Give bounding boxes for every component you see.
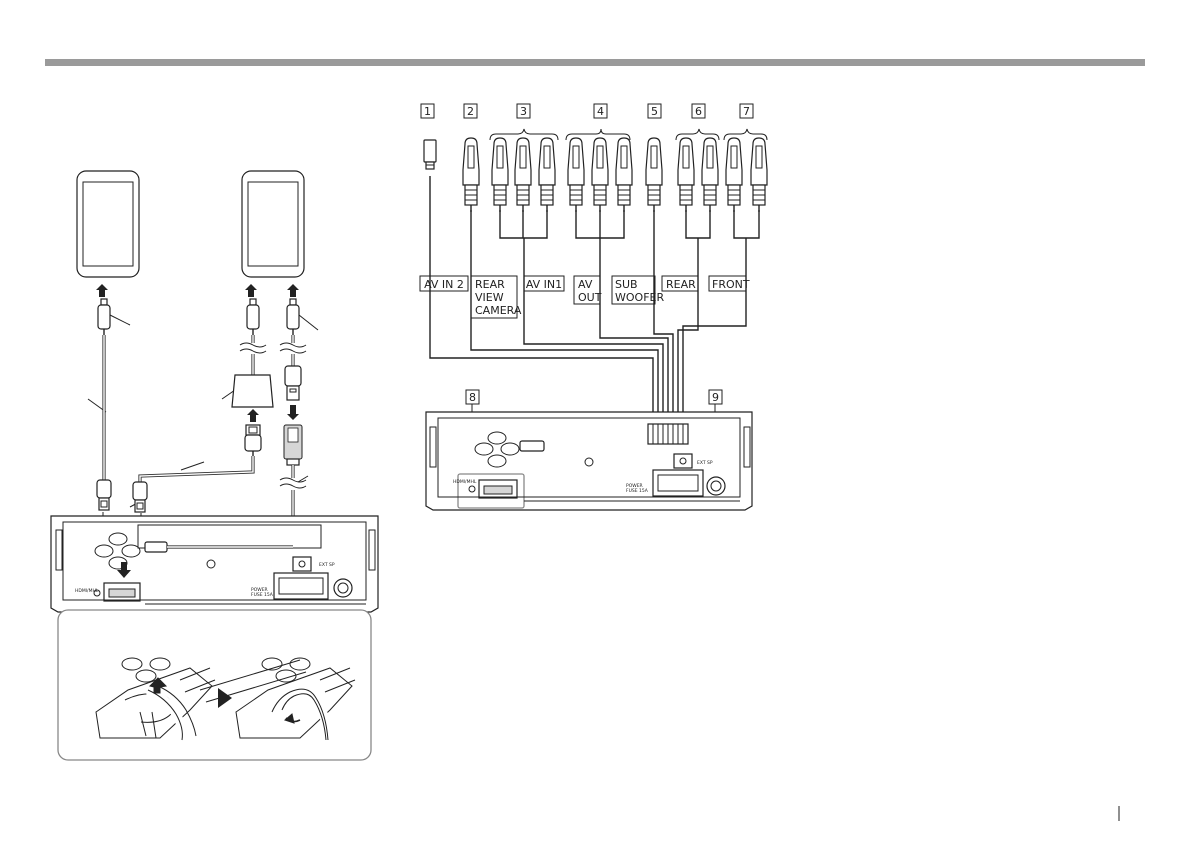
number-box-4: 4	[594, 104, 607, 118]
ext-sp-marking: EXT SP	[697, 460, 713, 466]
svg-text:FRONT: FRONT	[712, 278, 750, 291]
usb-a-plug	[285, 366, 301, 400]
mini-jack-plug	[424, 140, 436, 169]
smartphone-icon	[242, 171, 304, 277]
arrow-up-icon	[247, 409, 259, 422]
hdmi-plug	[245, 425, 261, 456]
label-rear: REAR	[662, 276, 698, 291]
svg-text:8: 8	[469, 391, 476, 404]
svg-text:WOOFER: WOOFER	[615, 291, 664, 304]
rca-plug	[702, 138, 718, 212]
callout-leader	[181, 462, 204, 470]
svg-text:VIEW: VIEW	[475, 291, 504, 304]
callout-leader	[299, 315, 318, 330]
number-box-3: 3	[517, 104, 530, 118]
cable-break-symbol	[280, 343, 306, 353]
hdmi-mhl-marking: HDMI/MHL	[453, 479, 477, 485]
svg-text:REAR: REAR	[475, 278, 505, 291]
svg-text:6: 6	[695, 105, 702, 118]
number-box-6: 6	[692, 104, 705, 118]
rca-plug	[492, 138, 508, 212]
rca-plug	[616, 138, 632, 212]
svg-text:9: 9	[712, 391, 719, 404]
label-rear-view-camera: REAR VIEW CAMERA	[471, 276, 522, 318]
rca-plug	[751, 138, 767, 212]
smartphone-icon	[77, 171, 139, 277]
svg-text:CAMERA: CAMERA	[475, 304, 522, 317]
right-connection-diagram: 1 2 3 4 5 6 7	[420, 104, 767, 510]
rca-plugs	[463, 138, 767, 212]
fuse-marking: FUSE 15A	[251, 592, 274, 598]
grouping-braces	[490, 129, 767, 140]
rca-plug	[646, 138, 662, 212]
fuse-marking: FUSE 15A	[626, 488, 649, 494]
rca-plug	[463, 138, 479, 212]
label-sub-woofer: SUB WOOFER	[612, 276, 664, 304]
ext-sp-marking: EXT SP	[319, 562, 335, 568]
cable-clamp-detail-inset	[58, 610, 371, 760]
rca-plug	[568, 138, 584, 212]
cable-break-symbol	[240, 343, 266, 353]
number-box-8: 8	[466, 390, 479, 404]
rca-plug	[592, 138, 608, 212]
rca-plug	[678, 138, 694, 212]
rca-plug	[515, 138, 531, 212]
svg-text:AV IN 2: AV IN 2	[424, 278, 464, 291]
y-joints	[500, 210, 759, 238]
hdmi-plug	[97, 480, 111, 510]
svg-text:OUT: OUT	[578, 291, 602, 304]
label-front: FRONT	[709, 276, 750, 291]
hdmi-cable	[140, 456, 253, 482]
hdmi-plug	[133, 482, 147, 512]
svg-text:SUB: SUB	[615, 278, 638, 291]
label-av-out: AV OUT	[574, 276, 602, 304]
number-box-2: 2	[464, 104, 477, 118]
svg-text:1: 1	[424, 105, 431, 118]
number-box-9: 9	[709, 390, 722, 404]
number-box-1: 1	[421, 104, 434, 118]
svg-text:2: 2	[467, 105, 474, 118]
label-av-in2: AV IN 2	[420, 276, 468, 291]
svg-text:7: 7	[743, 105, 750, 118]
svg-text:AV: AV	[578, 278, 593, 291]
callout-leader	[110, 315, 130, 325]
arrow-up-icon	[96, 284, 299, 297]
svg-text:AV IN1: AV IN1	[526, 278, 562, 291]
svg-text:4: 4	[597, 105, 604, 118]
svg-text:5: 5	[651, 105, 658, 118]
label-av-in1: AV IN1	[524, 276, 564, 291]
svg-text:REAR: REAR	[666, 278, 696, 291]
hdmi-mhl-marking: HDMI/MHL	[75, 588, 99, 594]
micro-usb-plug	[98, 299, 110, 335]
micro-usb-plug	[247, 299, 259, 335]
number-box-7: 7	[740, 104, 753, 118]
arrow-down-icon	[287, 405, 299, 420]
micro-usb-plug	[287, 299, 299, 335]
usb-extension-socket	[284, 425, 302, 465]
rca-plug	[726, 138, 742, 212]
rca-plug	[539, 138, 555, 212]
hdmi-adapter	[232, 375, 273, 407]
svg-text:3: 3	[520, 105, 527, 118]
header-rule	[45, 59, 1145, 66]
left-connection-diagram: HDMI/MHL POWER FUSE 15A EXT SP	[51, 171, 378, 760]
number-box-5: 5	[648, 104, 661, 118]
